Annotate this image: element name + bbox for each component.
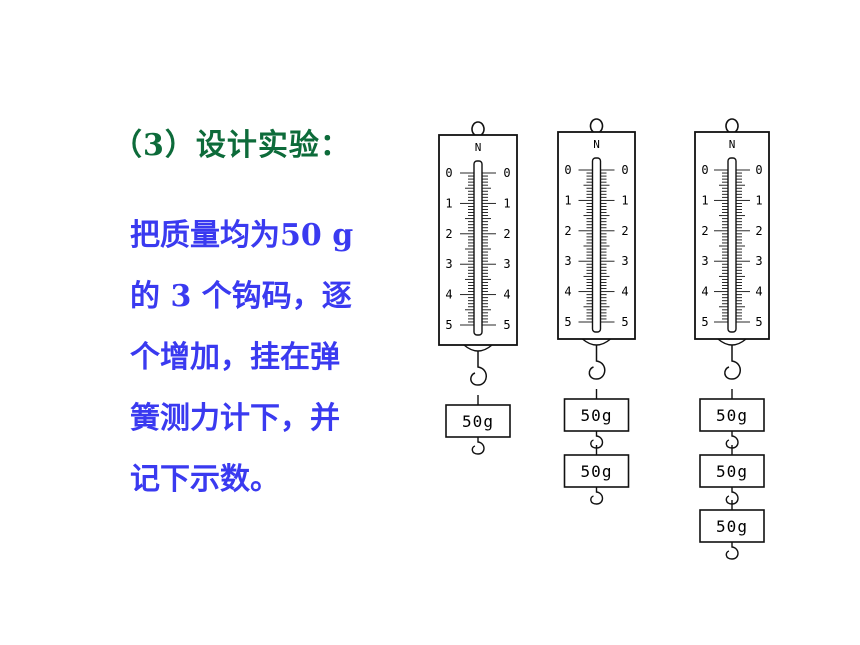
instruction-line-1: 把质量均为50 g: [130, 218, 354, 253]
tick-label-right: 3: [755, 254, 762, 268]
unit-label: N: [475, 141, 482, 154]
hook-icon: [724, 345, 741, 380]
tick-label-left: 5: [701, 315, 708, 329]
hanging-ring-icon: [725, 118, 739, 134]
tick-label-right: 3: [503, 257, 510, 271]
tick-label-left: 0: [445, 166, 452, 180]
hanging-ring-icon: [471, 121, 485, 137]
weight-label: 50g: [716, 517, 748, 536]
tick-label-left: 5: [564, 315, 571, 329]
weight-label: 50g: [716, 462, 748, 481]
tick-label-left: 4: [701, 285, 708, 299]
tick-label-left: 1: [445, 196, 452, 210]
tick-label-right: 5: [503, 318, 510, 332]
tick-label-right: 4: [755, 285, 762, 299]
spring-scale-three-weights: N 0 0 1 1 2 2 3 3 4 4 5 5 50g 50g 50g: [694, 118, 770, 560]
tick-label-left: 2: [564, 224, 571, 238]
weight-hook-icon: [590, 487, 604, 505]
tick-label-right: 2: [755, 224, 762, 238]
tick-label-right: 3: [621, 254, 628, 268]
tick-label-left: 3: [701, 254, 708, 268]
weight-label: 50g: [581, 462, 613, 481]
spring-scale-two-weights: N 0 0 1 1 2 2 3 3 4 4 5 5 50g 50g: [557, 118, 636, 505]
tick-label-right: 1: [503, 196, 510, 210]
hook-icon: [588, 345, 606, 380]
tick-label-left: 0: [701, 163, 708, 177]
hanging-ring-icon: [589, 118, 604, 134]
spring-tube: [473, 160, 483, 336]
hook-icon: [470, 351, 487, 386]
tick-label-right: 2: [503, 227, 510, 241]
tick-label-left: 5: [445, 318, 452, 332]
instruction-line-5: 记下示数。: [130, 462, 280, 497]
spring-tube: [727, 157, 737, 333]
tick-label-left: 4: [445, 288, 452, 302]
experiment-instructions: 把质量均为50 g 的 3 个钩码，逐 个增加，挂在弹 簧测力计下，并 记下示数…: [130, 205, 380, 510]
section-heading: （3）设计实验：: [112, 128, 351, 163]
spring-tube: [591, 157, 602, 333]
tick-label-left: 1: [564, 193, 571, 207]
weight-hook-icon: [471, 437, 485, 455]
instruction-line-3: 个增加，挂在弹: [130, 340, 340, 375]
unit-label: N: [593, 138, 600, 151]
tick-label-left: 1: [701, 193, 708, 207]
tick-label-right: 5: [621, 315, 628, 329]
weight-label: 50g: [581, 406, 613, 425]
tick-label-right: 4: [621, 285, 628, 299]
tick-label-right: 0: [503, 166, 510, 180]
weight-label: 50g: [462, 412, 494, 431]
instruction-line-4: 簧测力计下，并: [130, 401, 340, 436]
weight-label: 50g: [716, 406, 748, 425]
tick-label-right: 1: [755, 193, 762, 207]
tick-label-right: 0: [755, 163, 762, 177]
tick-label-right: 5: [755, 315, 762, 329]
tick-label-left: 3: [564, 254, 571, 268]
tick-label-left: 4: [564, 285, 571, 299]
weight-hook-icon: [725, 542, 739, 560]
tick-label-right: 0: [621, 163, 628, 177]
tick-label-left: 0: [564, 163, 571, 177]
tick-label-left: 2: [701, 224, 708, 238]
tick-label-left: 3: [445, 257, 452, 271]
tick-label-right: 1: [621, 193, 628, 207]
unit-label: N: [729, 138, 736, 151]
weight-block: [563, 454, 630, 488]
spring-scale-one-weight: N 0 0 1 1 2 2 3 3 4 4 5 5 50g: [438, 121, 518, 455]
instruction-line-2: 的 3 个钩码，逐: [130, 279, 352, 314]
tick-label-left: 2: [445, 227, 452, 241]
tick-label-right: 4: [503, 288, 510, 302]
tick-label-right: 2: [621, 224, 628, 238]
